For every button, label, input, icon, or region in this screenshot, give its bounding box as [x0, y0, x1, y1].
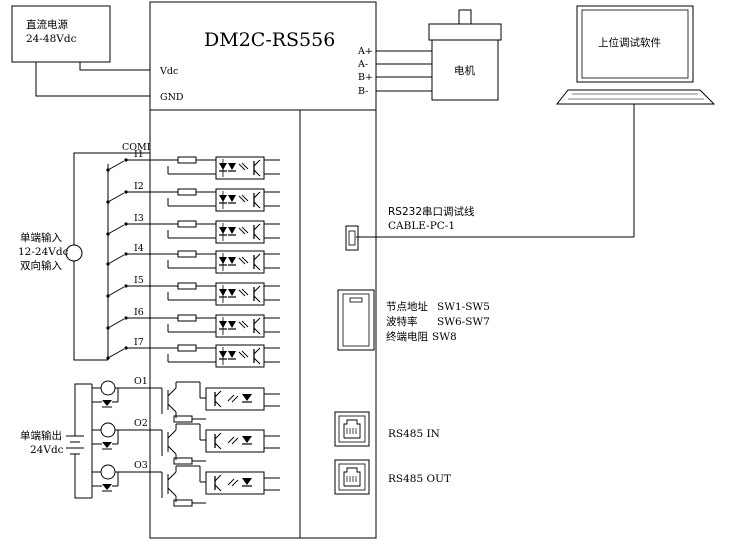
input-label-i5: I5: [134, 275, 144, 286]
power-supply-label: 直流电源: [26, 18, 68, 31]
rs232-cable-model: CABLE-PC-1: [388, 220, 455, 232]
input-side-label-mode: 双向输入: [20, 259, 62, 272]
dip-baud-rate-switch: SW6-SW7: [437, 316, 490, 328]
output-label-o1: O1: [134, 376, 148, 387]
output-channel-o1: O1: [92, 376, 280, 423]
rs485-in-label: RS485 IN: [388, 428, 440, 440]
power-supply: 直流电源 24-48Vdc: [11, 5, 150, 97]
motor: 电机 A+ A- B+ B-: [357, 9, 502, 101]
motor-label: 电机: [454, 64, 475, 77]
motor-phase-b-plus: B+: [358, 72, 373, 83]
output-side-label-type: 单端输出: [20, 429, 62, 442]
driver-body: DM2C-RS556 Vdc GND: [149, 1, 377, 539]
input-label-i1: I1: [134, 149, 144, 160]
pc-laptop: 上位调试软件: [356, 5, 716, 238]
gnd-terminal-label: GND: [160, 92, 184, 103]
dip-node-address-label: 节点地址: [386, 300, 428, 313]
pc-software-label: 上位调试软件: [598, 36, 661, 49]
dip-terminal-resistor-switch: SW8: [432, 331, 457, 343]
input-channel-i1: I1: [106, 149, 280, 180]
dip-switch: 节点地址 SW1-SW5 波特率 SW6-SW7 终端电阻 SW8: [337, 289, 490, 351]
dip-node-address-switch: SW1-SW5: [437, 301, 490, 313]
dip-baud-rate-label: 波特率: [386, 315, 418, 328]
input-common-label: COMI: [122, 142, 151, 153]
rs485-out-port: RS485 OUT: [334, 459, 451, 495]
rs485-in-port: RS485 IN: [334, 411, 440, 447]
input-label-i4: I4: [134, 243, 144, 254]
input-channel-i5: I5: [106, 275, 280, 306]
input-label-i6: I6: [134, 307, 144, 318]
rs232-cable-label: RS232串口调试线: [388, 205, 475, 218]
input-channel-i2: I2: [106, 181, 280, 212]
power-supply-voltage: 24-48Vdc: [26, 33, 77, 45]
input-channel-i6: I6: [106, 307, 280, 338]
output-channel-o2: O2: [92, 418, 280, 465]
output-label-o2: O2: [134, 418, 148, 429]
input-label-i7: I7: [134, 337, 144, 348]
input-side-label-type: 单端输入: [20, 231, 62, 244]
motor-phase-b-minus: B-: [358, 86, 368, 97]
input-label-i2: I2: [134, 181, 144, 192]
output-side-label-voltage: 24Vdc: [30, 444, 64, 456]
motor-phase-a-minus: A-: [357, 59, 368, 70]
input-label-i3: I3: [134, 213, 144, 224]
motor-phase-a-plus: A+: [357, 46, 373, 57]
input-channel-i3: I3: [106, 213, 280, 244]
vdc-terminal-label: Vdc: [159, 66, 178, 77]
dip-terminal-resistor-label: 终端电阻: [386, 330, 428, 343]
output-label-o3: O3: [134, 460, 148, 471]
rs485-out-label: RS485 OUT: [388, 473, 451, 485]
rs232-port: RS232串口调试线 CABLE-PC-1: [345, 205, 475, 251]
input-side-label-voltage: 12-24Vdc: [18, 246, 69, 258]
input-channel-i7: I7: [106, 337, 280, 368]
input-channel-i4: I4: [106, 243, 280, 274]
output-channel-o3: O3: [92, 460, 280, 507]
driver-model: DM2C-RS556: [204, 29, 335, 51]
